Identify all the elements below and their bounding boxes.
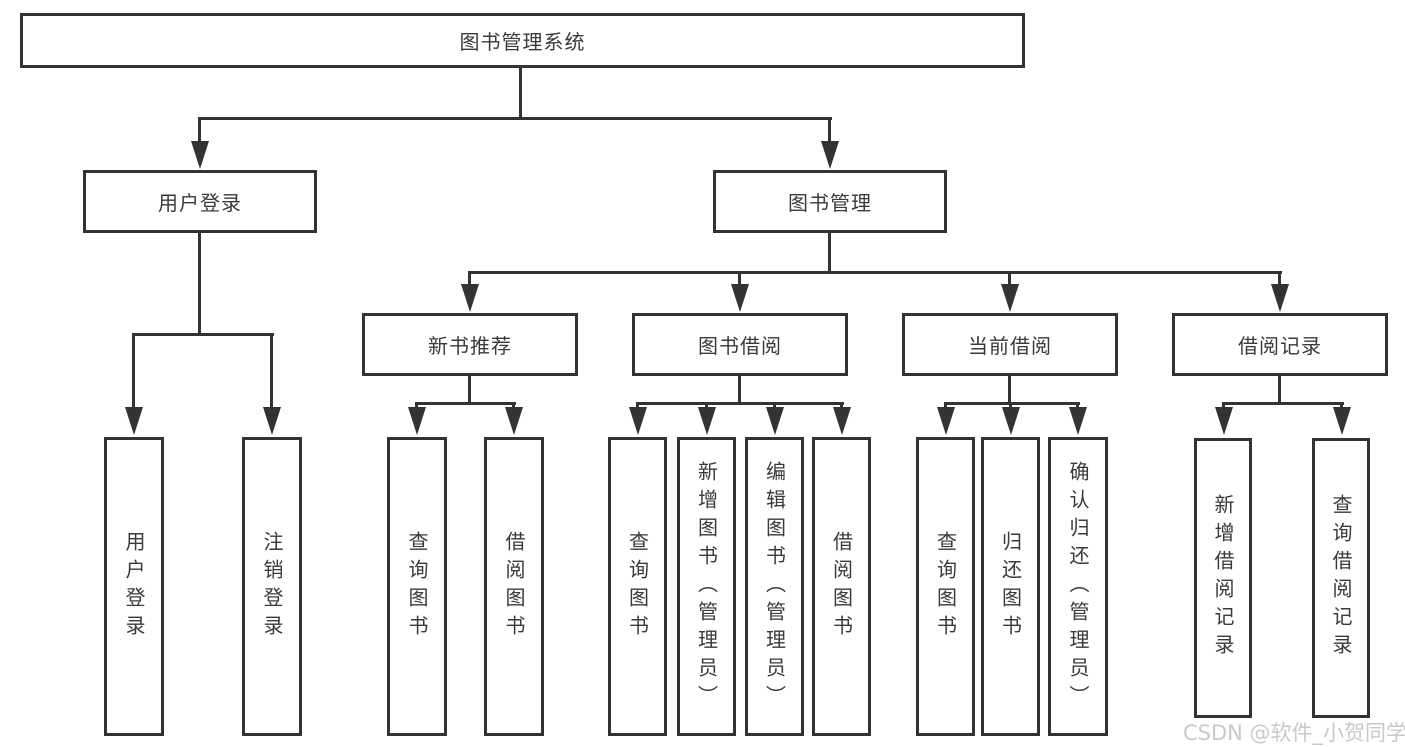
connector-level2-rail bbox=[198, 117, 832, 120]
connector-current-rail bbox=[944, 402, 1080, 405]
arrow-down-icon bbox=[408, 407, 426, 435]
book-borrow-label: 图书借阅 bbox=[698, 334, 782, 358]
borrow-record-box: 借阅记录 bbox=[1172, 313, 1388, 376]
leaf-logout-label: 注销登录 bbox=[260, 530, 284, 643]
new-book-recommend-box: 新书推荐 bbox=[362, 313, 578, 376]
user-login-box: 用户登录 bbox=[83, 170, 317, 233]
arrow-down-icon bbox=[821, 141, 839, 169]
arrow-down-icon bbox=[125, 407, 143, 435]
connector-stub bbox=[636, 402, 639, 409]
leaf-borrow-books-recommend: 借阅图书 bbox=[484, 437, 544, 736]
leaf-query-books-current: 查询图书 bbox=[916, 437, 975, 736]
leaf-label: 新增图书（管理员） bbox=[694, 460, 719, 713]
csdn-watermark: CSDN @软件_小贺同学 bbox=[1183, 721, 1405, 745]
arrow-down-icon bbox=[1069, 407, 1087, 435]
leaf-confirm-return-admin: 确认归还（管理员） bbox=[1048, 437, 1108, 736]
arrow-down-icon bbox=[263, 407, 281, 435]
leaf-query-books-borrow: 查询图书 bbox=[608, 437, 667, 736]
leaf-add-books-admin: 新增图书（管理员） bbox=[677, 437, 736, 736]
leaf-label: 编辑图书（管理员） bbox=[762, 460, 787, 713]
leaf-label: 确认归还（管理员） bbox=[1066, 460, 1090, 713]
connector-userlogin-rail bbox=[132, 333, 274, 336]
connector-userlogin-drop bbox=[198, 232, 201, 335]
borrow-record-label: 借阅记录 bbox=[1238, 334, 1322, 358]
leaf-label: 借阅图书 bbox=[829, 530, 854, 643]
leaf-add-borrow-record: 新增借阅记录 bbox=[1194, 438, 1252, 718]
arrow-down-icon bbox=[1215, 407, 1233, 435]
leaf-label: 查询图书 bbox=[933, 530, 958, 643]
connector-borrow-drop bbox=[738, 376, 741, 404]
connector-stub bbox=[1222, 402, 1225, 409]
arrow-down-icon bbox=[698, 407, 716, 435]
connector-stub bbox=[1009, 402, 1012, 409]
connector-newrec-rail bbox=[415, 402, 516, 405]
arrow-down-icon bbox=[461, 284, 479, 312]
book-management-label: 图书管理 bbox=[788, 191, 872, 215]
connector-bookmgmt-drop bbox=[828, 232, 831, 273]
connector-stub bbox=[1340, 402, 1343, 409]
arrow-down-icon bbox=[629, 407, 647, 435]
connector-stub bbox=[840, 402, 843, 409]
leaf-label: 借阅图书 bbox=[502, 530, 526, 643]
leaf-label: 查询图书 bbox=[625, 530, 650, 643]
connector-stub bbox=[132, 333, 135, 409]
leaf-label: 查询图书 bbox=[405, 530, 429, 643]
leaf-borrow-books: 借阅图书 bbox=[812, 437, 871, 736]
arrow-down-icon bbox=[505, 407, 523, 435]
arrow-down-icon bbox=[731, 284, 749, 312]
connector-stub bbox=[738, 271, 741, 285]
connector-stub bbox=[944, 402, 947, 409]
connector-stub bbox=[512, 402, 515, 409]
leaf-label: 新增借阅记录 bbox=[1211, 494, 1235, 662]
leaf-query-books-recommend: 查询图书 bbox=[387, 437, 447, 736]
connector-record-rail bbox=[1222, 402, 1344, 405]
connector-newrec-drop bbox=[468, 376, 471, 404]
book-borrow-box: 图书借阅 bbox=[632, 313, 848, 376]
connector-stub bbox=[198, 117, 201, 143]
root-box-label: 图书管理系统 bbox=[459, 30, 586, 54]
leaf-user-login: 用户登录 bbox=[104, 437, 164, 736]
user-login-label: 用户登录 bbox=[158, 191, 242, 215]
arrow-down-icon bbox=[1271, 284, 1289, 312]
connector-root-drop bbox=[519, 68, 522, 118]
connector-stub bbox=[773, 402, 776, 409]
leaf-return-books: 归还图书 bbox=[981, 437, 1040, 736]
root-box-library-system: 图书管理系统 bbox=[20, 13, 1025, 68]
leaf-query-borrow-record: 查询借阅记录 bbox=[1312, 438, 1370, 718]
connector-stub bbox=[1076, 402, 1079, 409]
leaf-user-login-label: 用户登录 bbox=[122, 530, 146, 643]
connector-stub bbox=[705, 402, 708, 409]
leaf-edit-books-admin: 编辑图书（管理员） bbox=[745, 437, 804, 736]
connector-borrow-rail bbox=[636, 402, 844, 405]
connector-stub bbox=[270, 333, 273, 409]
arrow-down-icon bbox=[766, 407, 784, 435]
leaf-label: 归还图书 bbox=[998, 530, 1023, 643]
leaf-logout: 注销登录 bbox=[242, 437, 302, 736]
connector-stub bbox=[828, 117, 831, 143]
connector-record-drop bbox=[1278, 376, 1281, 404]
connector-stub bbox=[468, 271, 471, 285]
book-management-box: 图书管理 bbox=[713, 170, 947, 233]
arrow-down-icon bbox=[191, 141, 209, 169]
connector-current-drop bbox=[1008, 376, 1011, 404]
current-borrow-box: 当前借阅 bbox=[902, 313, 1118, 376]
arrow-down-icon bbox=[1002, 407, 1020, 435]
connector-stub bbox=[1008, 271, 1011, 285]
arrow-down-icon bbox=[833, 407, 851, 435]
leaf-label: 查询借阅记录 bbox=[1329, 494, 1353, 662]
connector-stub bbox=[1278, 271, 1281, 285]
arrow-down-icon bbox=[1333, 407, 1351, 435]
connector-stub bbox=[415, 402, 418, 409]
current-borrow-label: 当前借阅 bbox=[968, 334, 1052, 358]
arrow-down-icon bbox=[1001, 284, 1019, 312]
connector-level3-rail bbox=[468, 271, 1282, 274]
arrow-down-icon bbox=[937, 407, 955, 435]
new-book-recommend-label: 新书推荐 bbox=[428, 334, 512, 358]
